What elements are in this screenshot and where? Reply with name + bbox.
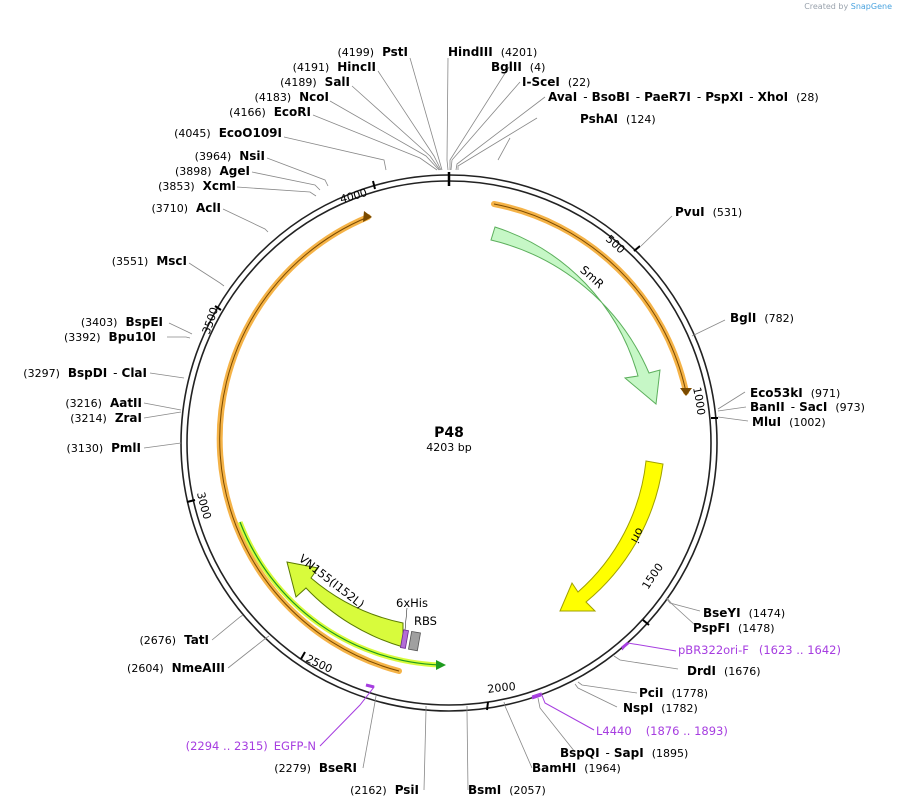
site-ecoo109i[interactable]: (4045)EcoO109I [174,126,282,140]
site-bspqi-sapi[interactable]: BspQI-SapI(1895) [560,746,688,760]
site-psii[interactable]: (2162)PsiI [350,783,419,797]
smr-label: SmR [578,263,607,291]
tick-label-4000: 4000 [339,186,369,206]
site-bspdi-clai[interactable]: (3297)BspDI-ClaI [23,366,147,380]
site-nmeaiii[interactable]: (2604)NmeAIII [127,661,225,675]
green-feature-arrow [436,660,446,670]
rbs-feature[interactable] [408,630,421,652]
site-bamhi[interactable]: BamHI(1964) [532,761,621,775]
ori-feature[interactable] [559,460,664,612]
plasmid-size: 4203 bp [426,441,471,454]
vn155-feature[interactable] [286,561,404,648]
tick-label-1000: 1000 [690,386,707,416]
site-bgli[interactable]: BglI(782) [730,311,794,325]
site-pshai[interactable]: PshAI(124) [580,112,656,126]
site-ecori[interactable]: (4166)EcoRI [229,105,311,119]
orange-feature-left-arrow [363,211,372,222]
his-label: 6xHis [396,596,428,610]
site-agei[interactable]: (3898)AgeI [175,164,250,178]
site-mlui[interactable]: MluI(1002) [752,415,826,429]
site-banii-saci[interactable]: BanII-SacI(973) [750,400,865,414]
site-ncoi[interactable]: (4183)NcoI [255,90,329,104]
tick-label-500: 500 [603,232,627,256]
his-leader [404,607,408,631]
primer-pbr322-mark[interactable] [621,641,629,650]
green-feature-line [239,521,441,666]
primer-egfp-mark[interactable] [365,683,375,689]
site-tati[interactable]: (2676)TatI [139,633,209,647]
primer-pbr322-leader [621,642,677,652]
plasmid-name: P48 [434,425,464,441]
site-xcmi[interactable]: (3853)XcmI [158,179,236,193]
primer-l4440-leader [531,692,595,731]
tick-label-2000: 2000 [487,680,516,696]
primer-egfp-n[interactable]: (2294 .. 2315)EGFP-N [186,739,316,753]
site-sali[interactable]: (4189)SalI [280,75,350,89]
credit-prefix: Created by [804,2,849,11]
orange-feature-left-line [219,216,400,672]
site-pspfi[interactable]: PspFI(1478) [693,621,775,635]
tick-label-1500: 1500 [639,561,666,592]
smr-feature[interactable] [490,226,661,405]
site-msci[interactable]: (3551)MscI [112,254,187,268]
site-bseyi[interactable]: BseYI(1474) [703,606,785,620]
orange-feature-right-line [493,203,687,393]
site-pmli[interactable]: (3130)PmlI [67,441,141,455]
site-eco53ki[interactable]: Eco53kI(971) [750,386,840,400]
site-nspi[interactable]: NspI(1782) [623,701,698,715]
site-bglii[interactable]: BglII(4) [491,60,545,74]
site-pcii[interactable]: PciI(1778) [639,686,708,700]
orange-feature-left[interactable] [216,214,402,674]
site-leaders [143,57,749,791]
site-bsmi[interactable]: BsmI(2057) [468,783,546,797]
site-drdi[interactable]: DrdI(1676) [687,664,761,678]
site-psti[interactable]: (4199)PstI [337,45,408,59]
site-avai-group[interactable]: AvaI-BsoBI-PaeR7I-PspXI-XhoI(28) [548,90,819,104]
site-bspei[interactable]: (3403)BspEI [81,315,163,329]
tick-label-2500: 2500 [304,652,335,675]
his-tag-feature[interactable] [400,629,409,649]
rbs-label: RBS [414,614,437,628]
site-aatii[interactable]: (3216)AatII [65,396,142,410]
site-i-scei[interactable]: I-SceI(22) [522,75,590,89]
site-zrai[interactable]: (3214)ZraI [70,411,142,425]
site-acli[interactable]: (3710)AclI [151,201,221,215]
primer-l4440[interactable]: L4440(1876 .. 1893) [596,724,728,738]
primer-pbr322ori-f[interactable]: pBR322ori-F(1623 .. 1642) [678,643,841,657]
orange-feature-right-arrow [680,388,692,396]
site-bseri[interactable]: (2279)BseRI [274,761,357,775]
snapgene-credit: Created by SnapGene [804,2,892,11]
ori-label: ori [628,526,647,546]
primer-l4440-mark[interactable] [531,693,542,700]
site-hincii[interactable]: (4191)HincII [293,60,376,74]
primer-egfp-leader [319,684,375,747]
scale-ticks [186,180,718,711]
credit-brand: SnapGene [850,2,892,11]
site-hindiii[interactable]: HindIII(4201) [448,45,537,59]
site-pvui[interactable]: PvuI(531) [675,205,742,219]
orange-feature-right[interactable] [491,201,689,395]
site-nsii[interactable]: (3964)NsiI [195,149,265,163]
site-bpu10i[interactable]: (3392)Bpu10I [64,330,156,344]
